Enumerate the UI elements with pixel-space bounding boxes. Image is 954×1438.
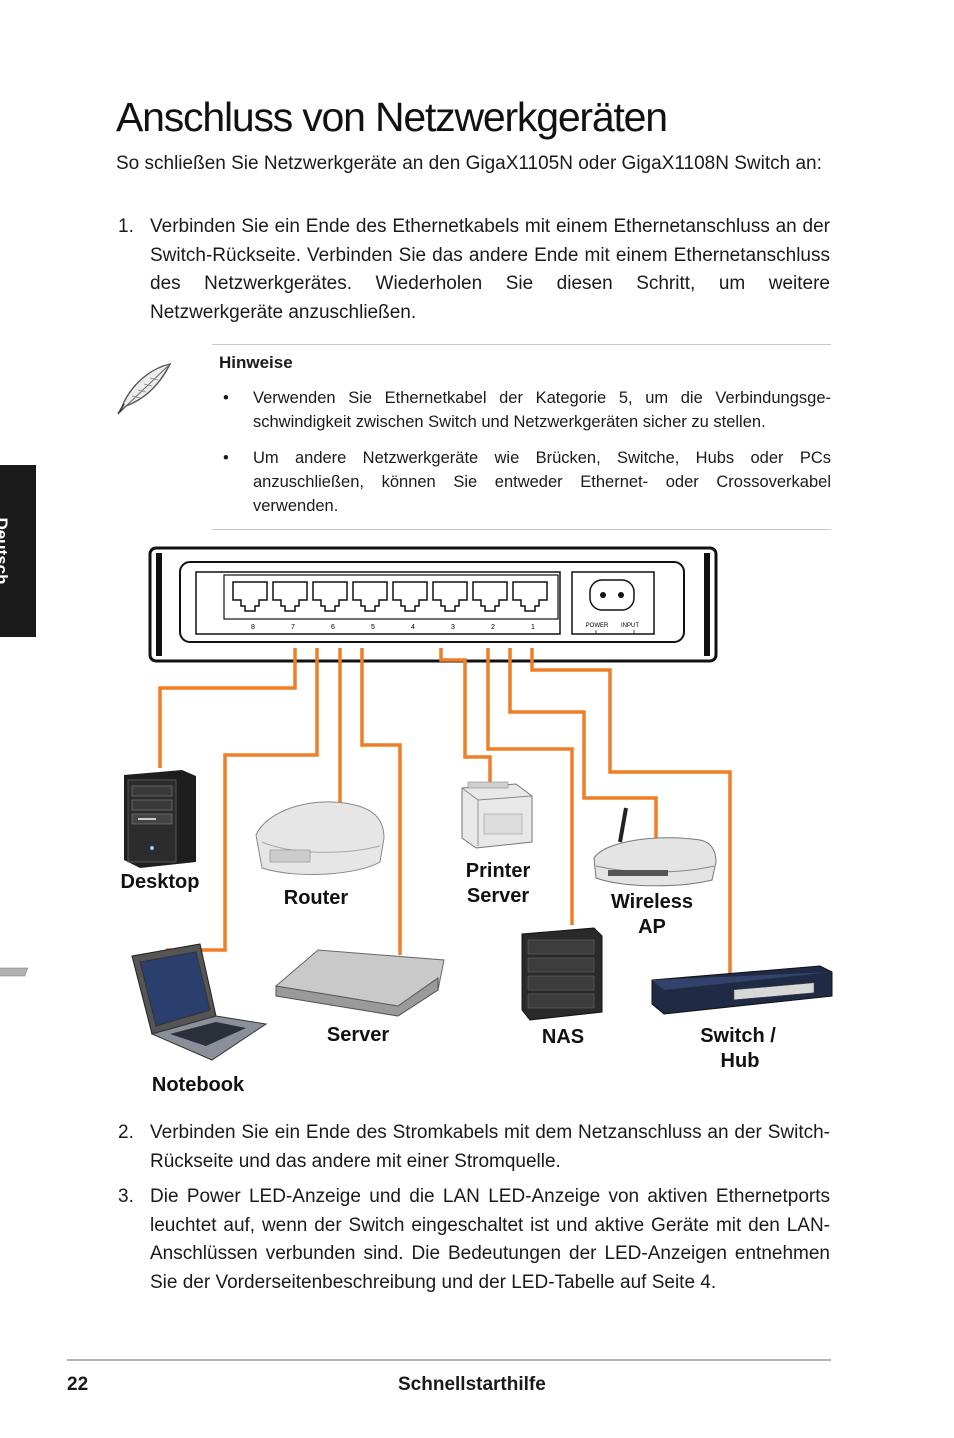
footer-divider [67,1359,831,1361]
cable-wireless-ap [508,648,658,840]
input-label: INPUT [621,623,639,629]
ethernet-port-icon [472,581,508,612]
notebook-icon [131,943,268,1061]
footer-title: Schnellstarthilfe [398,1374,546,1395]
step-number: 1. [118,216,134,237]
feather-pen-icon [117,362,172,415]
language-tab [0,465,36,637]
ethernet-port-icon [512,581,548,612]
note-divider-bottom [212,529,831,530]
step-2: 2. Verbinden Sie ein Ende des Stromkabel… [116,1119,830,1176]
ethernet-port-icon [432,581,468,612]
note-title: Hinweise [219,353,293,372]
port-number: 5 [371,624,375,631]
server-icon [0,949,445,1017]
bullet: • [223,389,229,407]
switch-label-line2: Hub [721,1050,760,1072]
router-label: Router [284,887,349,909]
cable-switch-hub [530,648,732,975]
power-label: POWER [586,623,609,629]
port-number: 6 [331,624,335,631]
page-title: Anschluss von Netzwerkgeräten [116,94,668,140]
network-diagram: 8 7 6 5 4 3 2 1 POWER INPUT Desktop [0,546,833,1096]
intro-paragraph: So schließen Sie Netzwerkgeräte an den G… [116,153,822,174]
printer-label-line2: Server [467,885,529,907]
server-label: Server [327,1024,389,1046]
note-text: Verwenden Sie Ethernetkabel der Kategori… [253,389,831,431]
notebook-label: Notebook [152,1074,245,1096]
nas-icon [521,927,603,1021]
step-text: Verbinden Sie ein Ende des Ethernetkabel… [150,216,830,323]
cable-notebook [166,648,319,952]
note-divider-top [212,344,831,345]
wireless-ap-icon [593,807,717,887]
port-number: 8 [251,624,255,631]
step-text: Verbinden Sie ein Ende des Stromkabels m… [150,1122,830,1172]
wireless-label-line1: Wireless [611,891,693,913]
cable-nas [486,648,574,925]
ethernet-port-icon [352,581,388,612]
power-socket-icon [589,579,635,611]
router-icon [255,801,385,875]
switch-rear-panel [148,546,718,663]
port-number-labels: 8 7 6 5 4 3 2 1 [251,624,535,631]
port-number: 4 [411,624,415,631]
port-number: 7 [291,624,295,631]
nas-label: NAS [542,1026,584,1048]
step-1: 1. Verbinden Sie ein Ende des Ethernetka… [116,213,830,327]
desktop-icon [124,770,196,868]
cable-desktop [158,648,297,768]
ethernet-ports [232,581,548,612]
cable-server [360,648,402,955]
step-text: Die Power LED-Anzeige und die LAN LED-An… [150,1186,830,1293]
bullet: • [223,449,229,467]
step-number: 3. [118,1186,134,1207]
ethernet-port-icon [272,581,308,612]
note-text: Um andere Netzwerkgeräte wie Brücken, Sw… [253,449,831,515]
port-number: 1 [531,624,535,631]
ethernet-cables [158,648,732,975]
cable-printer [439,648,492,786]
ethernet-port-icon [232,581,268,612]
note-item: • Um andere Netzwerkgeräte wie Brücken, … [219,446,831,518]
step-3: 3. Die Power LED-Anzeige und die LAN LED… [116,1183,830,1297]
note-item: • Verwenden Sie Ethernetkabel der Katego… [219,386,831,434]
printer-icon [461,781,533,849]
port-number: 3 [451,624,455,631]
page-number: 22 [67,1374,89,1395]
step-number: 2. [118,1122,134,1143]
switch-label-line1: Switch / [700,1025,776,1047]
switch-hub-icon [651,965,833,1015]
port-number: 2 [491,624,495,631]
wireless-label-line2: AP [638,916,666,938]
desktop-label: Desktop [121,871,200,893]
ethernet-port-icon [312,581,348,612]
ethernet-port-icon [392,581,428,612]
printer-label-line1: Printer [466,860,531,882]
